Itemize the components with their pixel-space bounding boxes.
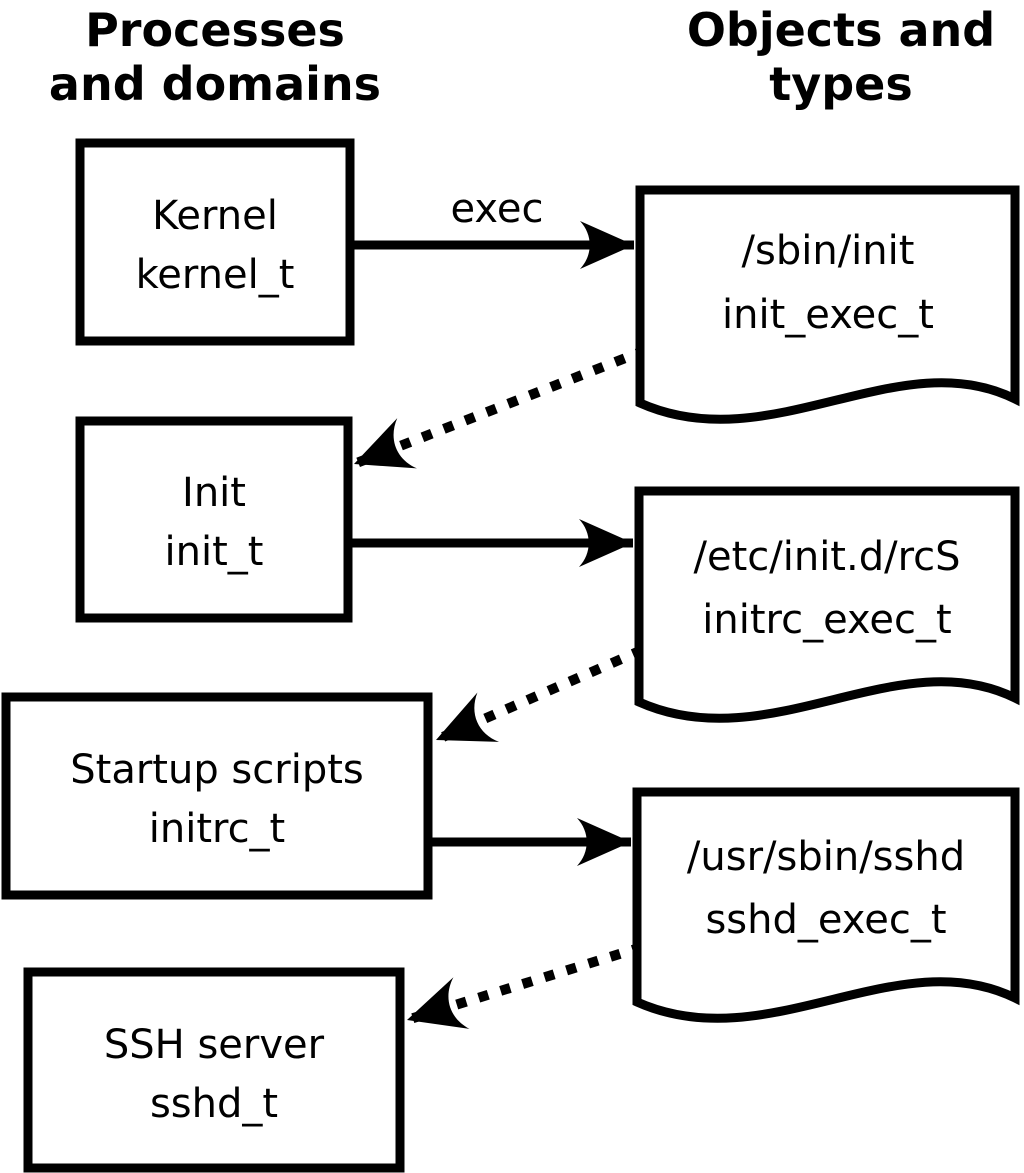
object-doc-etc-initd-rcS: /etc/init.d/rcS initrc_exec_t	[634, 486, 1020, 723]
domain-transition-arrows	[352, 345, 648, 1029]
process-box-kernel: Kernel kernel_t	[75, 138, 355, 346]
object-doc-etc-initd-rcS-shape	[634, 486, 1020, 723]
right-column-header-line1: Objects and	[687, 3, 995, 57]
process-box-ssh-server: SSH server sshd_t	[23, 967, 405, 1173]
process-box-kernel-label: Kernel	[152, 193, 278, 239]
object-doc-usr-sbin-sshd-shape	[632, 787, 1020, 1023]
left-column-header-line2: and domains	[49, 57, 381, 111]
exec-arrows: exec	[348, 186, 634, 866]
process-box-init-type: init_t	[165, 529, 264, 575]
process-box-startup-scripts-type: initrc_t	[149, 806, 286, 852]
process-box-ssh-server-label: SSH server	[104, 1022, 325, 1068]
object-doc-sbin-init-shape	[635, 185, 1020, 424]
object-doc-usr-sbin-sshd-path: /usr/sbin/sshd	[687, 834, 965, 880]
process-box-kernel-type: kernel_t	[136, 252, 295, 298]
object-doc-etc-initd-rcS-type: initrc_exec_t	[702, 597, 951, 643]
right-column-header-line2: types	[769, 57, 912, 111]
left-column-header-line1: Processes	[85, 3, 345, 57]
process-box-startup-scripts-rect	[1, 692, 433, 900]
transition-arrow-sbin-init-to-init	[352, 345, 648, 469]
process-box-init-rect	[75, 416, 353, 623]
object-doc-sbin-init-type: init_exec_t	[722, 292, 934, 338]
process-box-startup-scripts: Startup scripts initrc_t	[1, 692, 433, 900]
object-doc-usr-sbin-sshd-type: sshd_exec_t	[705, 897, 946, 943]
process-box-ssh-server-rect	[23, 967, 405, 1173]
process-box-startup-scripts-label: Startup scripts	[70, 747, 363, 793]
process-box-init-label: Init	[182, 470, 246, 516]
object-doc-sbin-init: /sbin/init init_exec_t	[635, 185, 1020, 424]
object-doc-etc-initd-rcS-path: /etc/init.d/rcS	[693, 534, 960, 580]
transition-arrow-rcS-to-initrc	[433, 645, 645, 745]
object-doc-usr-sbin-sshd: /usr/sbin/sshd sshd_exec_t	[632, 787, 1020, 1023]
transition-arrow-sshd-exec-to-sshd	[405, 942, 644, 1029]
process-box-kernel-rect	[75, 138, 355, 346]
process-box-init: Init init_t	[75, 416, 353, 623]
exec-arrow-label: exec	[451, 186, 544, 232]
process-box-ssh-server-type: sshd_t	[150, 1081, 278, 1127]
column-headers: Processes and domains Objects and types	[49, 3, 995, 111]
object-doc-sbin-init-path: /sbin/init	[742, 228, 915, 274]
